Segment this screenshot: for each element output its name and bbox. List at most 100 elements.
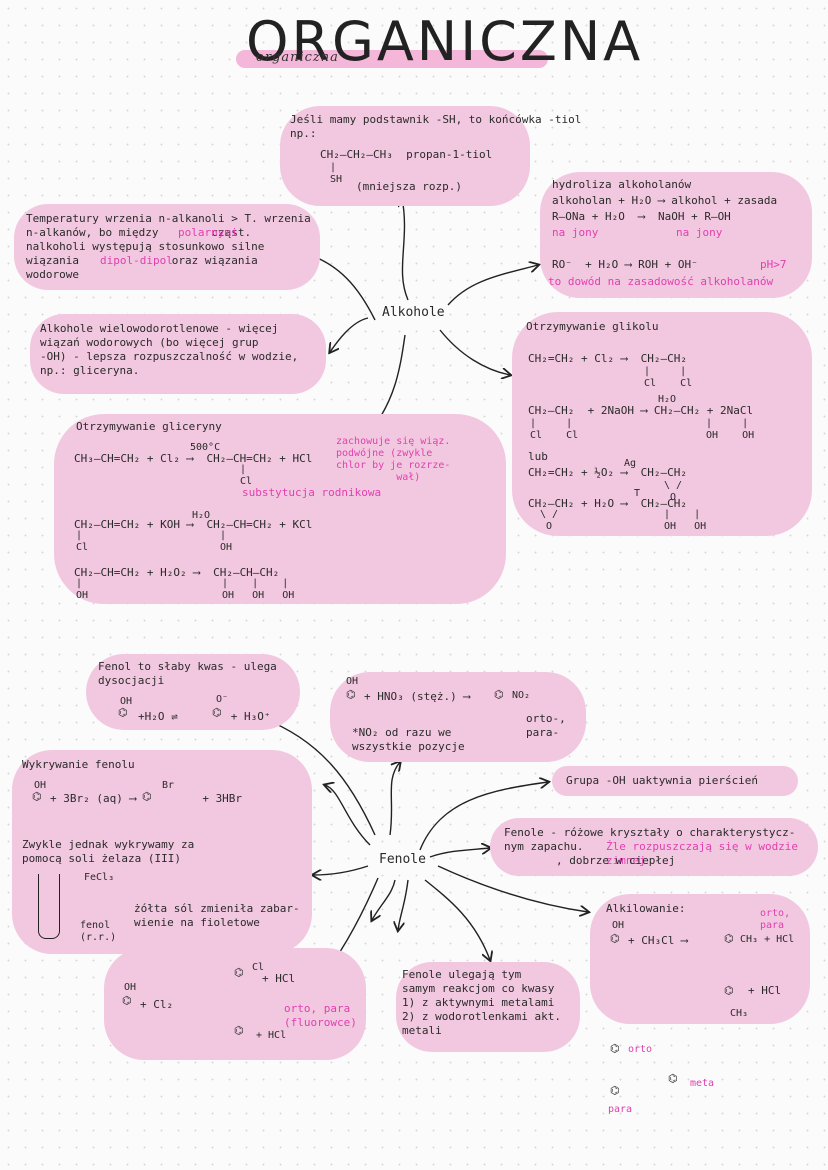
bromine-phenol-ring-icon: ⌬	[32, 790, 42, 803]
tiol-line2: np.:	[290, 127, 317, 140]
para-chlorophenol-ring-icon: ⌬	[234, 1024, 244, 1037]
nitrowanie-orto: orto-, para-	[526, 712, 566, 739]
meta-ring-icon: ⌬	[668, 1072, 678, 1085]
wykrywanie-fenol: fenol (r.r.)	[80, 920, 117, 943]
alkilowanie-ch3: CH₃	[730, 1008, 749, 1019]
nitrowanie-oh: OH	[346, 676, 359, 687]
nitro-product-ring-icon: ⌬	[494, 688, 504, 701]
hydroliza-title: hydroliza alkoholanów	[552, 178, 692, 191]
hydroliza-ph: pH>7	[760, 258, 787, 271]
arrow-to-wielowodorotlenowe	[330, 317, 369, 352]
krysztaly-end: , dobrze w ciepłej	[556, 854, 676, 867]
glikol-blob	[512, 312, 812, 536]
hydroliza-na-jony-2: na jony	[676, 226, 723, 239]
gliceryna-title: Otrzymywanie gliceryny	[76, 420, 222, 433]
kwasy-blob	[396, 962, 580, 1052]
arrow-to-nitrowanie	[389, 762, 400, 836]
phenol-ring-icon: ⌬	[118, 706, 128, 719]
alkilowanie-blob	[590, 894, 810, 1024]
page-title: ORGANICZNA	[246, 10, 644, 73]
alkilowanie-prod1: CH₃ + HCl	[740, 934, 795, 945]
temperatury-pink-dipol: dipol-dipol	[100, 254, 173, 267]
tiol-note: (mniejsza rozp.)	[356, 180, 462, 193]
temperatury-blob	[14, 204, 320, 290]
krysztaly-blob	[490, 818, 818, 876]
glikol-r4a: \ / O	[540, 509, 559, 532]
alkyl-phenol-ring-icon: ⌬	[610, 932, 620, 945]
test-tube-icon	[38, 874, 60, 939]
glikol-r2: CH₂—CH₂ + 2NaOH ⟶ CH₂—CH₂ + 2NaCl	[528, 404, 754, 417]
tiol-blob	[280, 106, 530, 206]
glikol-r3b: \ / O	[664, 480, 683, 503]
glikol-lub: lub	[528, 450, 548, 463]
wykrywanie-oh: OH	[34, 780, 47, 791]
arrow-to-grupa	[419, 782, 548, 851]
grupa-text: Grupa -OH uaktywnia pierścień	[566, 774, 759, 787]
nitrowanie-no2: NO₂	[512, 690, 531, 701]
wykrywanie-title: Wykrywanie fenolu	[22, 758, 135, 771]
arrow-to-hydroliza	[447, 265, 538, 306]
alkilowanie-orto-para: orto, para	[760, 908, 791, 931]
ortho-chlorophenol-ring-icon: ⌬	[234, 966, 244, 979]
glikol-r4: CH₂—CH₂ + H₂O ⟶ CH₂—CH₂	[528, 497, 687, 510]
wielowodorotlenowe-blob	[30, 314, 326, 394]
hydroliza-line1: alkoholan + H₂O ⟶ alkohol + zasada	[552, 194, 778, 207]
tiol-formula: CH₂—CH₂—CH₃ propan-1-tiol	[320, 148, 493, 161]
alkilowanie-title: Alkilowanie:	[606, 902, 686, 915]
arrow-to-alkilowanie	[437, 865, 588, 912]
tiol-line1: Jeśli mamy podstawnik -SH, to końcówka -…	[290, 113, 582, 126]
kwas-eq: +H₂O ⇌ + H₃O⁺	[138, 710, 271, 723]
arrow-to-kwas	[262, 718, 376, 836]
pozycje-meta: meta	[690, 1078, 715, 1089]
gliceryna-subst: substytucja rodnikowa	[242, 486, 382, 499]
glikol-r4b: | | OH OH	[664, 509, 707, 532]
wykrywanie-eq: + 3Br₂ (aq) ⟶ + 3HBr	[50, 792, 243, 805]
title-script: organiczna	[256, 50, 339, 65]
temperatury-pink-polarnymi: polarnymi	[178, 226, 238, 239]
wykrywanie-br: Br	[162, 780, 175, 791]
alkohole-center: Alkohole	[380, 305, 447, 320]
chlorowanie-cl: Cl	[252, 962, 265, 973]
nitrowanie-blob	[330, 672, 586, 762]
gliceryna-r1: CH₃—CH=CH₂ + Cl₂ ⟶ CH₂—CH=CH₂ + HCl	[74, 452, 313, 465]
gliceryna-r3a: | OH	[76, 578, 89, 601]
glikol-r4cond: T	[634, 488, 641, 499]
hydroliza-dowod: to dowód na zasadowość alkoholanów	[548, 275, 774, 288]
nitrowanie-note: *NO₂ od razu we wszystkie pozycje	[352, 726, 465, 753]
arrow-down-1	[398, 879, 409, 930]
kwasy-text: Fenole ulegają tym samym reakcjom co kwa…	[402, 968, 561, 1037]
gliceryna-r1b: | Cl	[240, 464, 253, 487]
grupa-blob	[552, 766, 798, 796]
glikol-r3: CH₂=CH₂ + ½O₂ ⟶ CH₂—CH₂	[528, 466, 687, 479]
pozycje-orto: orto	[628, 1044, 653, 1055]
hydroliza-na-jony-1: na jony	[552, 226, 599, 239]
kwas-oh: OH	[120, 696, 133, 707]
gliceryna-r3: CH₂—CH=CH₂ + H₂O₂ ⟶ CH₂—CH—CH₂	[74, 566, 280, 579]
orto-ring-icon: ⌬	[610, 1042, 620, 1055]
arrow-to-kwasy	[424, 879, 490, 960]
para-ring-icon: ⌬	[610, 1084, 620, 1097]
alkilowanie-prod2: + HCl	[748, 984, 782, 997]
nitrowanie-eq: + HNO₃ (stęż.) ⟶	[364, 690, 470, 703]
gliceryna-r1cond: 500°C	[190, 442, 221, 453]
arrow-to-tiol	[402, 198, 408, 301]
hydroliza-line3: RO⁻ + H₂O ⟶ ROH + OH⁻	[552, 258, 698, 271]
fenole-center: Fenole	[377, 852, 428, 867]
alkilowanie-oh: OH	[612, 920, 625, 931]
chlorowanie-oh: OH	[124, 982, 137, 993]
krysztaly-text: Fenole - różowe kryształy o charakteryst…	[504, 826, 796, 853]
gliceryna-r2a: | Cl	[76, 530, 89, 553]
krysztaly-pink: Źle rozpuszczają się w wodzie zimnej	[606, 840, 799, 867]
gliceryna-r3b: | | | OH OH OH	[222, 578, 295, 601]
chlorowanie-note: orto, para (fluorowce)	[284, 1002, 357, 1029]
chlorowanie-prod-2: + HCl	[256, 1030, 287, 1041]
glikol-r2cond: H₂O	[658, 394, 677, 405]
arrow-to-wykrywanie	[325, 785, 371, 846]
wykrywanie-blob	[12, 750, 312, 954]
wykrywanie-result: żółta sól zmieniła zabar- wienie na fiol…	[134, 902, 300, 929]
phenolate-ring-icon: ⌬	[212, 706, 222, 719]
arrow-to-krysztaly	[429, 848, 490, 858]
gliceryna-blob	[54, 414, 506, 604]
chloro-phenol-ring-icon: ⌬	[122, 994, 132, 1007]
